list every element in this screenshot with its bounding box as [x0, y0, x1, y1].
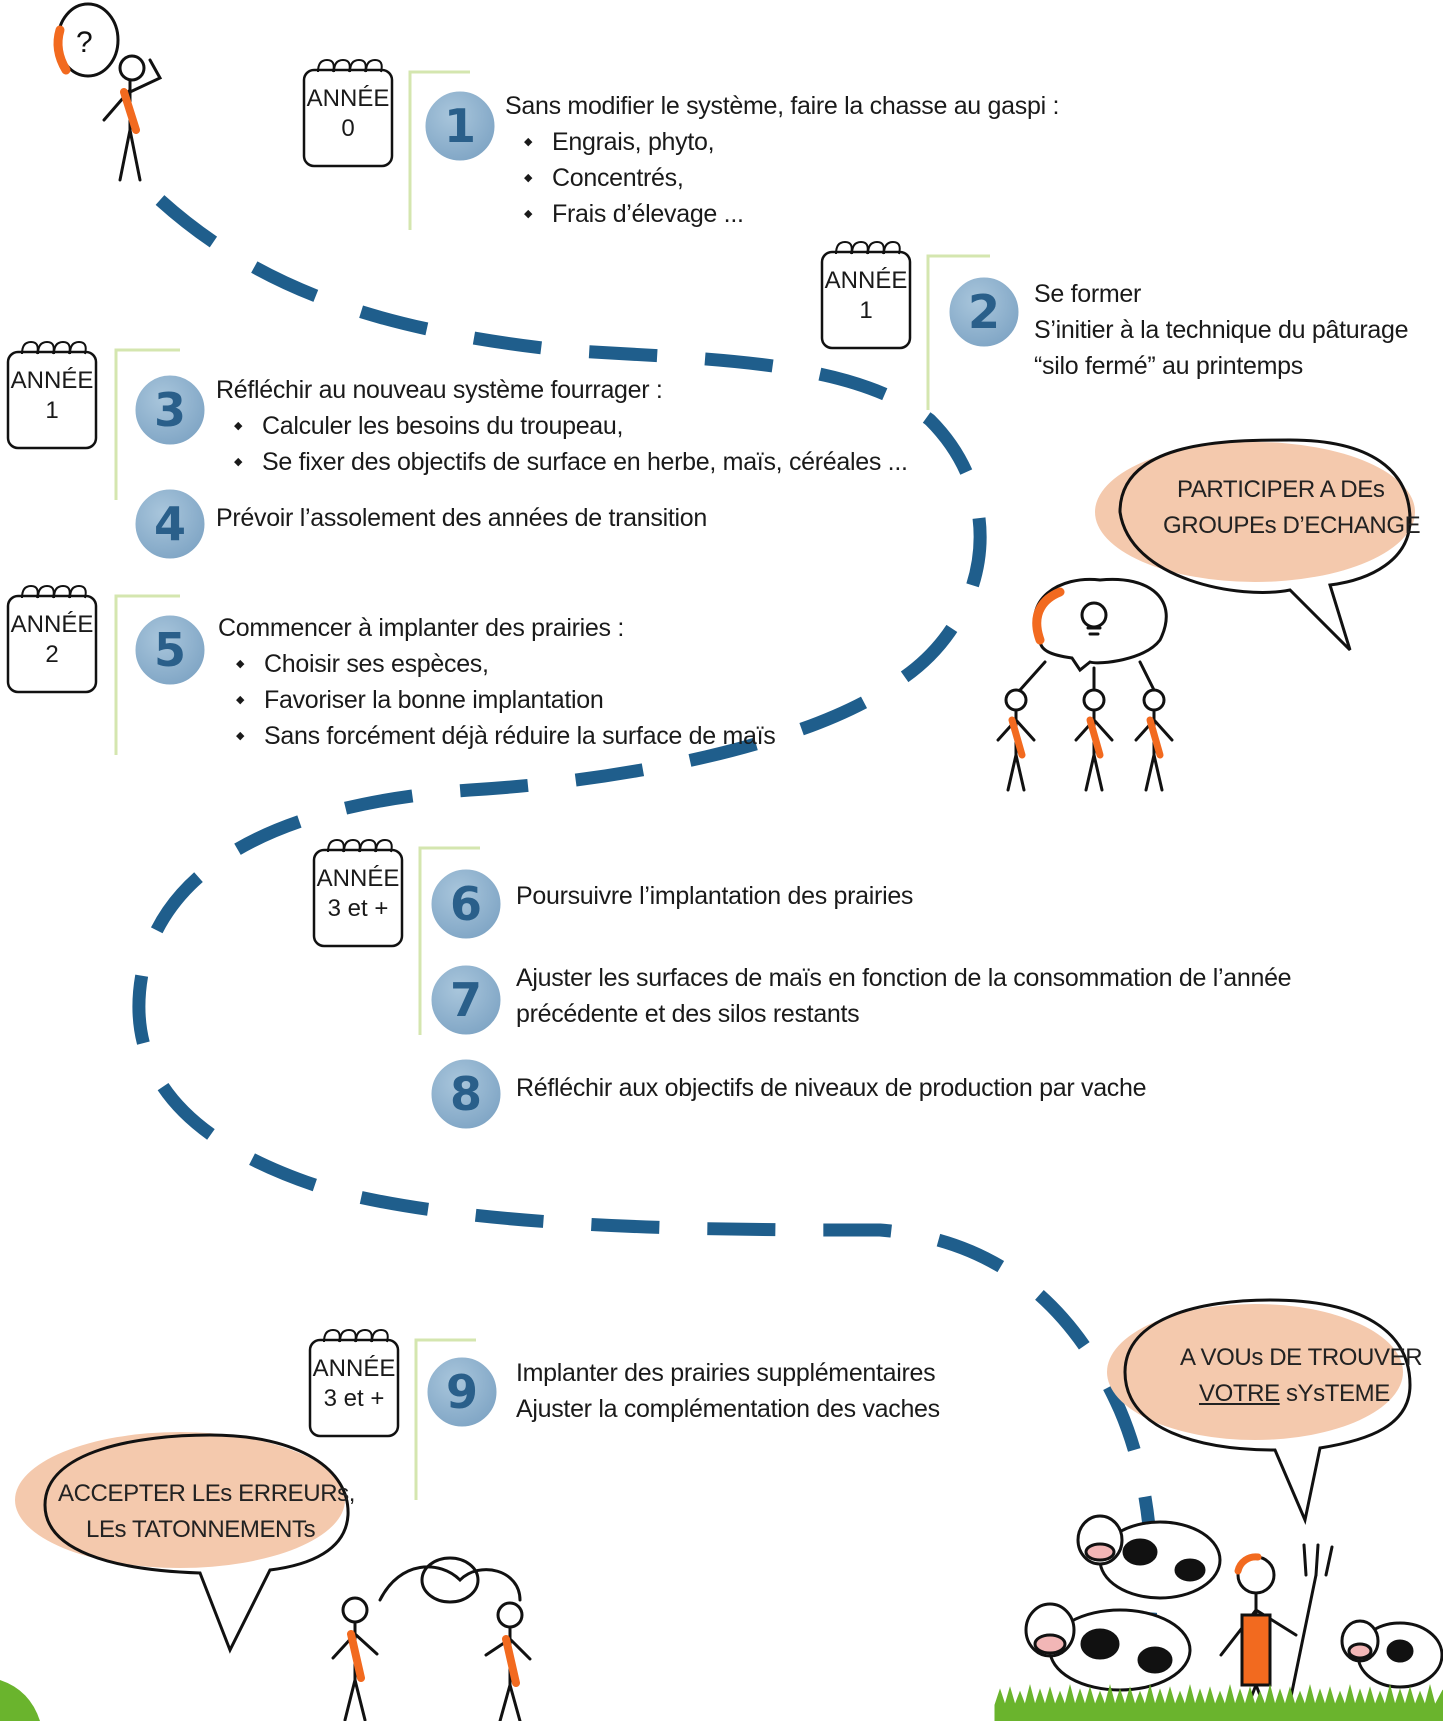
- step-2-line-1: Se former: [1034, 280, 1142, 308]
- list-item: Choisir ses espèces,: [236, 646, 775, 682]
- year-badge-value: 1: [859, 297, 873, 324]
- list-item: Concentrés,: [524, 160, 744, 196]
- step-1-bullets: Engrais, phyto, Concentrés, Frais d’élev…: [524, 124, 744, 232]
- year-badge-label: ANNÉE: [10, 367, 94, 394]
- list-item: Sans forcément déjà réduire la surface d…: [236, 718, 776, 754]
- year-badge-label: ANNÉE: [306, 85, 390, 112]
- step-number-2: 2: [967, 285, 1000, 339]
- step-3-text: Réfléchir au nouveau système fourrager :: [216, 376, 663, 404]
- step-8-text: Réfléchir aux objectifs de niveaux de pr…: [516, 1074, 1147, 1102]
- year-badge-value: 1: [45, 397, 59, 424]
- step-7-line-1: Ajuster les surfaces de maïs en fonction…: [516, 964, 1292, 992]
- year-badge-value: 3 et +: [327, 895, 389, 922]
- year-badge-3-shape: [6, 341, 98, 450]
- step-2-line-3: “silo fermé” au printemps: [1034, 352, 1303, 380]
- year-badge-3: ANNÉE 1: [8, 366, 96, 426]
- year-badge-value: 3 et +: [323, 1385, 385, 1412]
- year-badge-value: 2: [45, 641, 59, 668]
- step-number-7: 7: [449, 973, 482, 1027]
- year-badge-2-shape: [820, 241, 912, 350]
- bubble-errors-line-2: LEs TATONNEMENTs: [86, 1516, 316, 1543]
- green-accents: [114, 70, 990, 1500]
- step-4-text: Prévoir l’assolement des années de trans…: [216, 504, 707, 532]
- farm-illustration: [994, 1514, 1443, 1721]
- step-circles: [132, 88, 1022, 1430]
- step-2-line-2: S’initier à la technique du pâturage: [1034, 316, 1409, 344]
- bubble-system-line-2: VOTRE sYsTEME: [1199, 1376, 1390, 1411]
- step-9-line-2: Ajuster la complémentation des vaches: [516, 1395, 940, 1423]
- year-badge-5: ANNÉE 2: [8, 610, 96, 670]
- bubble-system-shape: [1107, 1298, 1412, 1525]
- step-7-line-2: précédente et des silos restants: [516, 1000, 860, 1028]
- step-5-bullets: Choisir ses espèces, Favoriser la bonne …: [236, 646, 776, 754]
- svg-text:?: ?: [76, 26, 93, 59]
- year-badge-6-shape: [312, 839, 404, 948]
- two-characters-illustration: [331, 1556, 532, 1721]
- year-badge-1-shape: [302, 59, 394, 168]
- step-6-text: Poursuivre l’implantation des prairies: [516, 882, 914, 910]
- list-item: Favoriser la bonne implantation: [236, 682, 775, 718]
- year-badge-9: ANNÉE 3 et +: [310, 1354, 398, 1414]
- year-badge-label: ANNÉE: [316, 865, 400, 892]
- bubble-system-underlined: VOTRE: [1199, 1380, 1280, 1407]
- bubble-errors-shape: [15, 1432, 350, 1654]
- bubble-exchange-shape: [1095, 438, 1415, 652]
- bubble-exchange-line-2: GROUPEs D’ECHANGE: [1163, 512, 1421, 539]
- bubble-exchange-line-1: PARTICIPER A DEs: [1177, 476, 1385, 503]
- exchange-group-illustration: [996, 577, 1174, 792]
- list-item: Engrais, phyto,: [524, 124, 744, 160]
- step-number-5: 5: [153, 623, 186, 677]
- dashed-path: [132, 195, 1159, 1621]
- year-badge-label: ANNÉE: [10, 611, 94, 638]
- step-number-1: 1: [443, 99, 476, 153]
- list-item: Frais d’élevage ...: [524, 196, 744, 232]
- step-number-9: 9: [445, 1365, 478, 1419]
- year-badge-label: ANNÉE: [824, 267, 908, 294]
- bubble-system-line-1: A VOUs DE TROUVER: [1180, 1344, 1423, 1371]
- corner-decoration: [0, 1680, 40, 1721]
- bubble-system-rest: sYsTEME: [1279, 1380, 1390, 1407]
- step-number-6: 6: [449, 877, 482, 931]
- step-number-4: 4: [153, 497, 186, 551]
- step-number-8: 8: [449, 1067, 482, 1121]
- year-badge-1: ANNÉE 0: [304, 84, 392, 144]
- list-item: Se fixer des objectifs de surface en her…: [234, 444, 908, 480]
- year-badge-label: ANNÉE: [312, 1355, 396, 1382]
- year-badge-value: 0: [341, 115, 355, 142]
- step-1-text: Sans modifier le système, faire la chass…: [505, 92, 1060, 120]
- thinking-character-illustration: ?: [53, 2, 163, 182]
- year-badge-2: ANNÉE 1: [822, 266, 910, 326]
- year-badge-5-shape: [6, 585, 98, 694]
- year-badge-6: ANNÉE 3 et +: [314, 864, 402, 924]
- step-3-bullets: Calculer les besoins du troupeau, Se fix…: [234, 408, 908, 480]
- year-badge-9-shape: [308, 1329, 400, 1438]
- step-5-text: Commencer à implanter des prairies :: [218, 614, 625, 642]
- step-number-3: 3: [153, 383, 186, 437]
- list-item: Calculer les besoins du troupeau,: [234, 408, 908, 444]
- bubble-errors-line-1: ACCEPTER LEs ERREURs,: [58, 1480, 355, 1507]
- step-9-line-1: Implanter des prairies supplémentaires: [516, 1359, 936, 1387]
